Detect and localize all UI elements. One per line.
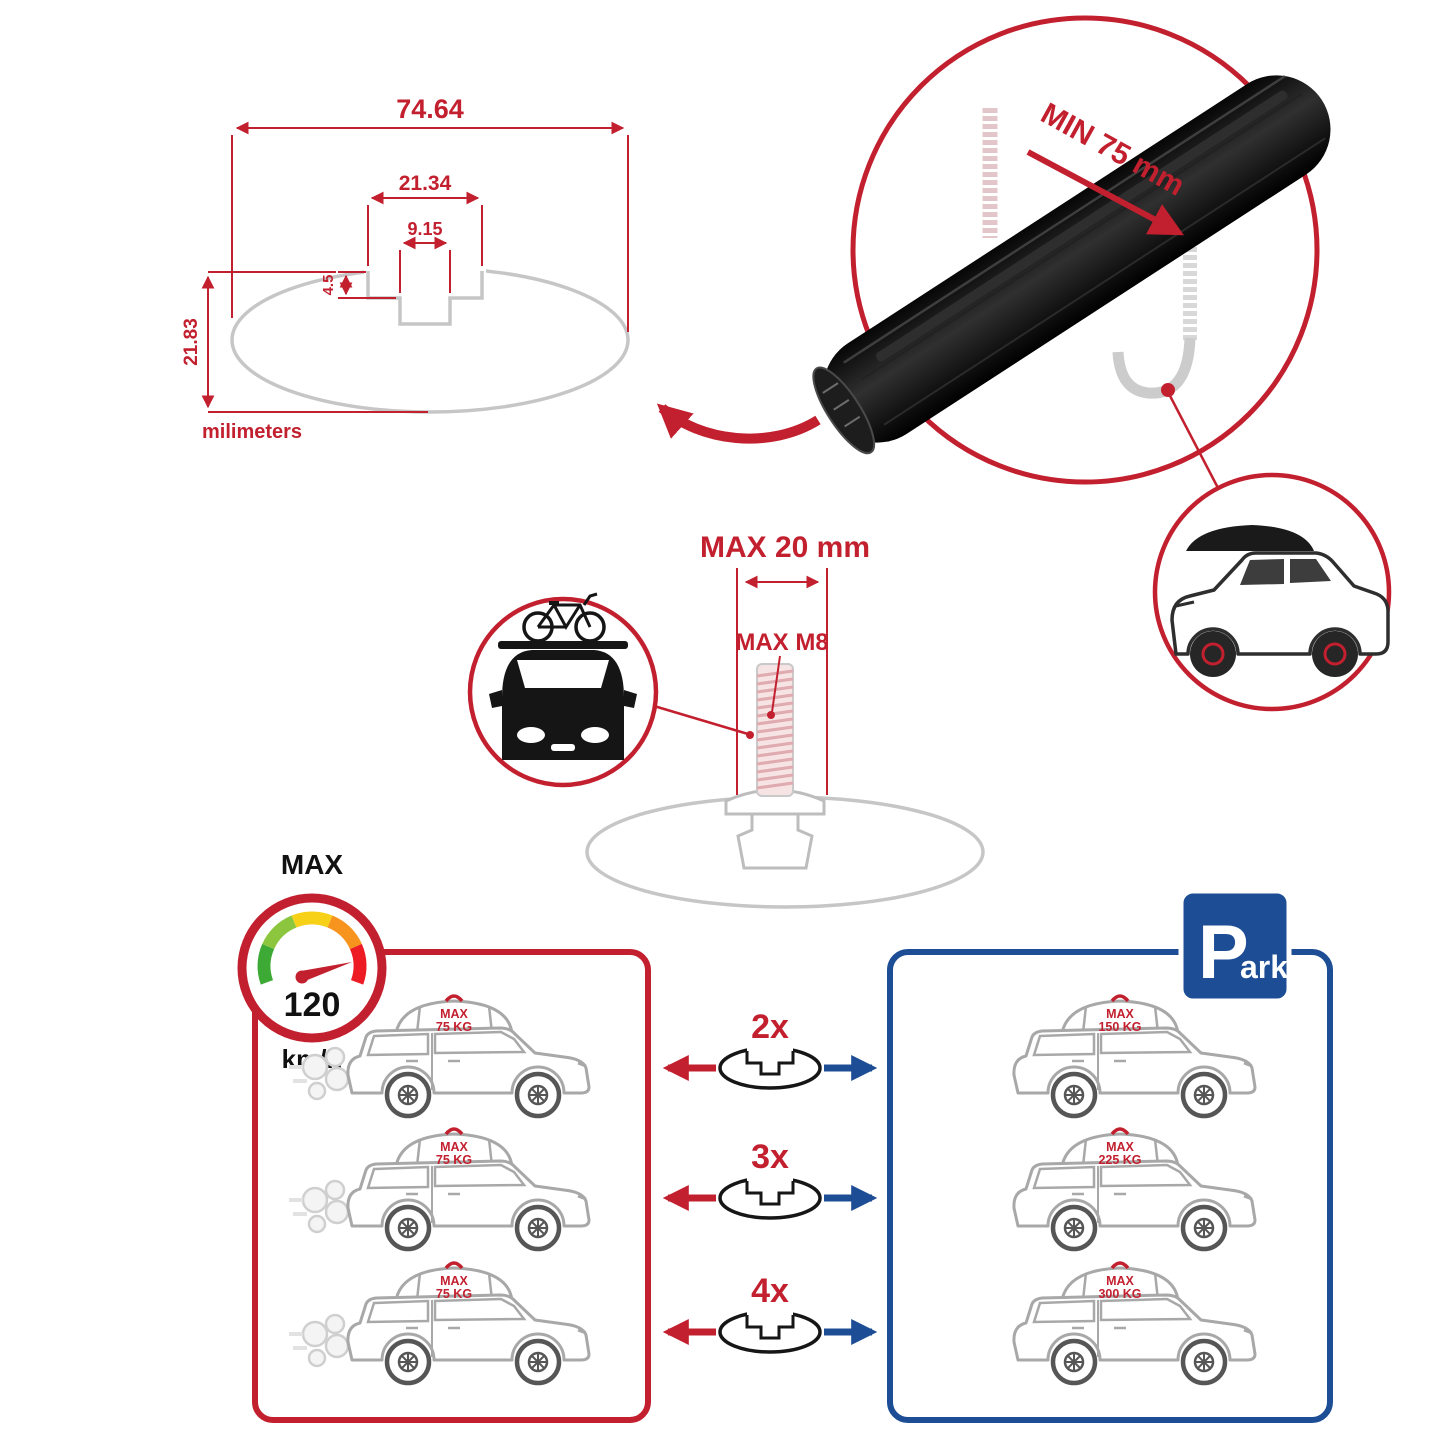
cargo-weight-label: MAX <box>1106 1007 1134 1021</box>
parked-car-3: MAX 300 KG <box>1014 1263 1255 1383</box>
suv-window-rear <box>1290 559 1331 583</box>
speed-value: 120 <box>284 986 341 1024</box>
cargo-weight-value: 150 KG <box>1098 1020 1141 1034</box>
detail-circle <box>850 15 1320 485</box>
dim-channel-width-label: 21.34 <box>399 172 452 195</box>
bar-section-icon-2 <box>718 1172 822 1220</box>
park-sign: P ark <box>1178 888 1292 1004</box>
cargo-weight-value: 75 KG <box>436 1287 472 1301</box>
cargo-weight-label: MAX <box>440 1007 468 1021</box>
multiplier-label-3: 4x <box>751 1272 789 1310</box>
dim-slot-width-label: 9.15 <box>407 219 442 239</box>
driving-car-3: MAX 75 KG <box>287 1263 589 1383</box>
speedometer-arc <box>257 911 367 985</box>
bicycle-icon <box>522 592 606 643</box>
car-front-icon <box>489 650 637 760</box>
driving-panel <box>252 949 651 1423</box>
bike-car-icon <box>467 592 659 788</box>
bar-section-icon-1 <box>718 1042 822 1090</box>
driving-car-1: MAX 75 KG <box>287 996 589 1116</box>
roof-box <box>1186 525 1314 551</box>
crossbar-render: MIN 75 mm <box>812 15 1331 489</box>
multiplier-label-2: 3x <box>751 1138 789 1176</box>
roof-rack-bar <box>498 641 628 649</box>
t-nut-body <box>736 812 814 870</box>
roofbox-suv-detail <box>1152 472 1392 712</box>
speed-max-label: MAX <box>281 849 344 880</box>
parked-car-1: MAX 150 KG <box>1014 996 1255 1116</box>
crossbar-bar <box>812 75 1331 455</box>
bar-section-icon-3 <box>718 1306 822 1354</box>
cargo-weight-value: 225 KG <box>1098 1153 1141 1167</box>
parked-panel <box>887 949 1333 1423</box>
cargo-weight-value: 75 KG <box>436 1153 472 1167</box>
speedometer: MAX 120 km/h <box>237 849 387 1074</box>
dimension-diagram: 74.64 21.34 9.15 4.5 21.83 milimeters <box>181 94 821 444</box>
min-spacing-arrow <box>1026 149 1184 236</box>
cargo-weight-label: MAX <box>1106 1274 1134 1288</box>
units-label: milimeters <box>202 421 302 443</box>
bolt-mount-diagram: MAX 20 mm MAX M8 <box>467 531 985 909</box>
suv-wheel-front <box>1190 631 1236 677</box>
mounting-bolt-thread <box>756 663 794 797</box>
dim-lip-depth: 4.5 <box>320 271 396 299</box>
cargo-weight-value: 75 KG <box>436 1020 472 1034</box>
suv-wheel-rear <box>1312 631 1358 677</box>
speedometer-needle <box>300 962 352 983</box>
max-thread-label: MAX M8 <box>735 629 828 656</box>
cargo-weight-value: 300 KG <box>1098 1287 1141 1301</box>
clamp-u-bracket <box>1112 337 1196 399</box>
dim-height-label: 21.83 <box>181 318 202 366</box>
circle-to-bolt-leader <box>653 704 749 736</box>
suv-window-front <box>1240 559 1284 585</box>
load-row-2-center: 3x <box>662 1138 878 1220</box>
dim-slot-width: 9.15 <box>399 219 451 293</box>
dim-lip-depth-label: 4.5 <box>320 275 337 296</box>
suv-body <box>1170 551 1390 656</box>
cargo-weight-label: MAX <box>440 1274 468 1288</box>
dim-total-width: 74.64 <box>231 94 629 332</box>
cargo-weight-label: MAX <box>1106 1140 1134 1154</box>
park-sign-rest: ark <box>1240 949 1288 985</box>
driving-car-2: MAX 75 KG <box>287 1129 589 1249</box>
cargo-weight-label: MAX <box>440 1140 468 1154</box>
dim-total-width-label: 74.64 <box>396 94 464 124</box>
multiplier-label-1: 2x <box>751 1008 789 1046</box>
thread-leader <box>771 655 781 713</box>
load-row-3-center: 4x <box>662 1272 878 1354</box>
max-length-label: MAX 20 mm <box>700 531 870 564</box>
clamp-point-dot <box>1161 383 1175 397</box>
load-row-1-center: 2x <box>662 1008 878 1090</box>
dim-height: 21.83 <box>181 271 428 413</box>
clamp-to-suv-leader <box>1166 391 1220 489</box>
park-sign-initial: P <box>1198 910 1249 995</box>
dim-channel-width: 21.34 <box>367 172 483 266</box>
parked-car-2: MAX 225 KG <box>1014 1129 1255 1249</box>
section-pointer-arrow <box>656 403 821 444</box>
